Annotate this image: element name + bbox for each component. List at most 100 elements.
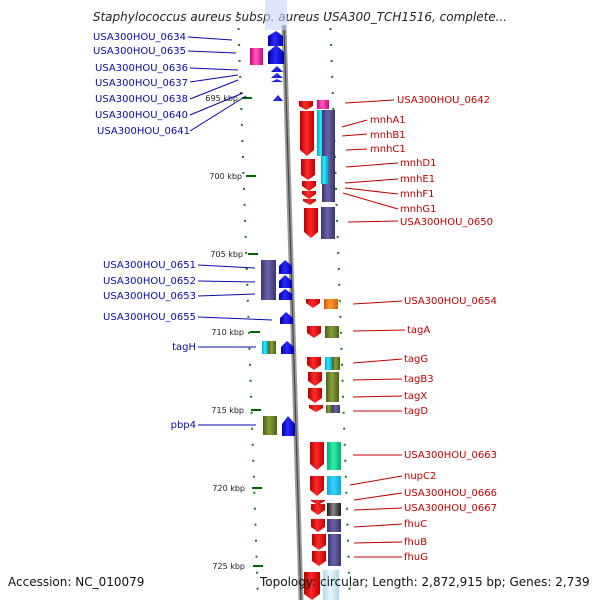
gene-box-tagG-cog2[interactable] — [332, 357, 340, 370]
gene-label-0654[interactable]: USA300HOU_0654 — [404, 296, 497, 307]
gene-arrow-0634[interactable] — [268, 31, 283, 46]
gene-arrow-nupC2[interactable] — [310, 476, 324, 496]
gene-box-bottom-cog[interactable] — [323, 570, 339, 600]
gene-label-tagA[interactable]: tagA — [407, 325, 430, 336]
gene-box-tagD-cog1[interactable] — [326, 405, 332, 413]
gene-label-0655[interactable]: USA300HOU_0655 — [103, 312, 196, 323]
gene-arrow-0636[interactable] — [271, 66, 283, 72]
gene-label-tagX[interactable]: tagX — [404, 391, 427, 402]
gene-box-tagA-cog[interactable] — [325, 326, 339, 338]
gene-arrow-0652[interactable] — [279, 275, 292, 288]
gene-label-0650[interactable]: USA300HOU_0650 — [400, 217, 493, 228]
gene-label-0640[interactable]: USA300HOU_0640 — [95, 110, 188, 121]
tick-715: 715 kbp — [211, 406, 261, 415]
gene-label-0641[interactable]: USA300HOU_0641 — [97, 126, 190, 137]
gene-arrow-tagD[interactable] — [309, 405, 323, 412]
gene-arrow-0655[interactable] — [280, 312, 293, 324]
map-title: Staphylococcus aureus subsp. aureus USA3… — [92, 10, 508, 24]
gene-box-tagH-cog1[interactable] — [262, 341, 268, 354]
gene-box-0650-cog[interactable] — [321, 207, 335, 239]
gene-box-0642-cog[interactable] — [317, 100, 329, 109]
gene-label-0635[interactable]: USA300HOU_0635 — [93, 46, 186, 57]
gene-label-mnhA1[interactable]: mnhA1 — [370, 115, 406, 126]
gene-box-0667-cog[interactable] — [327, 503, 341, 516]
gene-label-tagB3[interactable]: tagB3 — [404, 374, 434, 385]
gene-arrow-0635[interactable] — [268, 45, 284, 64]
gene-arrow-tagB3[interactable] — [308, 372, 322, 386]
gene-arrow-0653[interactable] — [279, 289, 292, 300]
gene-arrow-mnhA1[interactable] — [300, 111, 314, 156]
gene-label-0636[interactable]: USA300HOU_0636 — [95, 63, 188, 74]
gene-label-0666[interactable]: USA300HOU_0666 — [404, 488, 497, 499]
tick-700: 700 kbp — [209, 172, 256, 181]
gene-label-fhuG[interactable]: fhuG — [404, 552, 428, 563]
gene-box-fhuC-cog[interactable] — [327, 519, 341, 532]
gene-box-0663-cog[interactable] — [327, 442, 341, 470]
gene-arrow-mnhD1[interactable] — [302, 191, 316, 199]
gene-arrow-0654[interactable] — [306, 299, 320, 308]
gene-arrow-0638[interactable] — [271, 79, 283, 82]
gene-label-0663[interactable]: USA300HOU_0663 — [404, 450, 497, 461]
gene-label-mnhD1[interactable]: mnhD1 — [400, 158, 436, 169]
gene-box-0651-cog[interactable] — [261, 260, 276, 300]
tick-710: 710 kbp — [211, 328, 260, 337]
gene-label-tagG[interactable]: tagG — [404, 354, 428, 365]
gene-label-fhuC[interactable]: fhuC — [404, 519, 427, 530]
gene-label-0667[interactable]: USA300HOU_0667 — [404, 503, 497, 514]
gene-label-pbp4[interactable]: pbp4 — [171, 420, 196, 431]
gene-label-mnhF1[interactable]: mnhF1 — [400, 189, 435, 200]
gene-arrow-0663[interactable] — [310, 442, 324, 470]
gene-arrow-tagX[interactable] — [308, 388, 322, 403]
gene-box-tagH-cog2[interactable] — [268, 341, 276, 354]
gene-arrow-tagG[interactable] — [307, 357, 321, 370]
gene-label-nupC2[interactable]: nupC2 — [404, 471, 436, 482]
reverse-strand-genes — [299, 100, 341, 600]
gene-box-0635-cog[interactable] — [250, 48, 263, 65]
gene-arrow-fhuC[interactable] — [311, 519, 325, 532]
gene-label-0634[interactable]: USA300HOU_0634 — [93, 32, 186, 43]
gene-arrow-tagH[interactable] — [281, 341, 294, 354]
gene-box-pbp4-cog[interactable] — [263, 416, 277, 435]
gene-label-0642[interactable]: USA300HOU_0642 — [397, 95, 490, 106]
gene-arrow-mnhG1[interactable] — [303, 199, 316, 205]
gene-label-mnhE1[interactable]: mnhE1 — [400, 174, 435, 185]
gene-arrow-fhuG[interactable] — [312, 551, 326, 566]
gene-label-tagH[interactable]: tagH — [172, 342, 196, 353]
gene-label-0638[interactable]: USA300HOU_0638 — [95, 94, 188, 105]
gene-box-fhuB-cog[interactable] — [328, 534, 341, 566]
tick-label: 705 kbp — [210, 250, 243, 259]
gene-arrow-0642[interactable] — [299, 101, 313, 110]
gene-label-mnhB1[interactable]: mnhB1 — [370, 130, 406, 141]
gene-box-mnhB1-cog[interactable] — [321, 156, 328, 184]
gene-box-mnhA1-cog[interactable] — [317, 110, 325, 156]
gene-arrow-bottom[interactable] — [304, 572, 320, 600]
tick-label: 715 kbp — [211, 406, 244, 415]
gene-label-fhuB[interactable]: fhuB — [404, 537, 427, 548]
gene-arrow-mnhB1[interactable] — [301, 159, 315, 180]
gene-arrow-pbp4[interactable] — [282, 416, 295, 436]
gene-arrow-0650[interactable] — [304, 208, 318, 238]
gene-label-0637[interactable]: USA300HOU_0637 — [95, 78, 188, 89]
gene-label-0652[interactable]: USA300HOU_0652 — [103, 276, 196, 287]
gene-box-tagB3-cog[interactable] — [326, 372, 339, 402]
gene-arrow-fhuB[interactable] — [312, 534, 326, 550]
gene-label-tagD[interactable]: tagD — [404, 406, 428, 417]
gene-arrow-0637[interactable] — [271, 73, 283, 78]
gene-label-0651[interactable]: USA300HOU_0651 — [103, 260, 196, 271]
gene-box-tagD-cog2[interactable] — [332, 405, 340, 413]
right-leader-lines — [341, 99, 406, 558]
gene-box-nupC2-cog[interactable] — [327, 476, 341, 495]
gene-arrow-0651[interactable] — [279, 260, 292, 274]
guide-column-left — [237, 11, 259, 600]
topology-text: Topology: circular; Length: 2,872,915 bp… — [260, 575, 590, 589]
gene-arrow-tagA[interactable] — [307, 326, 321, 338]
gene-arrow-mnhC1[interactable] — [302, 181, 316, 191]
gene-box-0654-cog[interactable] — [324, 299, 338, 309]
gene-label-0653[interactable]: USA300HOU_0653 — [103, 291, 196, 302]
gene-box-tagG-cog1[interactable] — [325, 357, 332, 370]
gene-arrow-0667[interactable] — [311, 504, 325, 515]
gene-arrow-0640[interactable] — [273, 95, 283, 101]
gene-label-mnhC1[interactable]: mnhC1 — [370, 144, 406, 155]
gene-label-mnhG1[interactable]: mnhG1 — [400, 204, 437, 215]
gene-arrow-0666[interactable] — [311, 500, 325, 505]
